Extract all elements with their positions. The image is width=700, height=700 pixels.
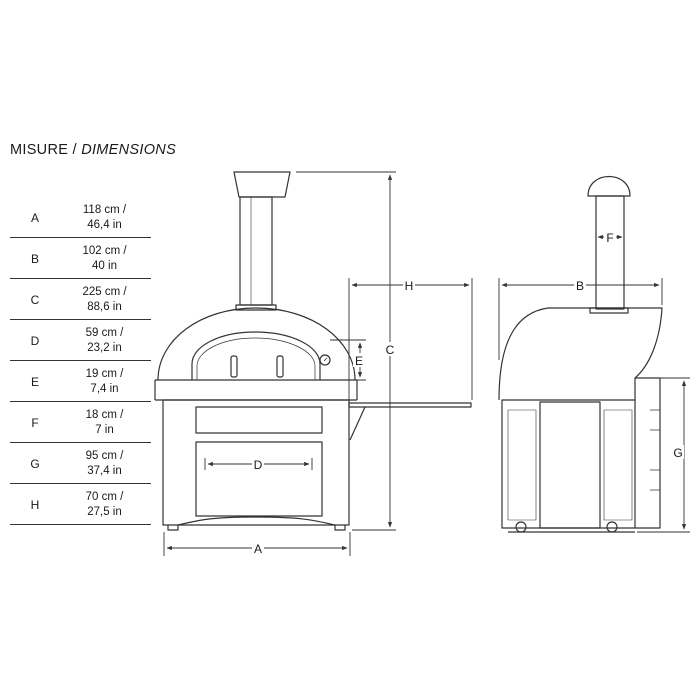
dimension-value: 18 cm /7 in [85, 408, 124, 436]
table-row: D 59 cm /23,2 in [10, 321, 151, 361]
title-sub: DIMENSIONS [81, 142, 177, 158]
dimension-label-D: D [254, 458, 263, 472]
oven-dome-side [498, 307, 663, 401]
dimensions-table: A 118 cm /46,4 in B 102 cm /40 in C 225 … [10, 198, 151, 526]
table-row: E 19 cm /7,4 in [10, 362, 151, 402]
dimension-value: 70 cm /27,5 in [85, 490, 124, 518]
oven-mouth [191, 331, 321, 380]
table-row: B 102 cm /40 in [10, 239, 151, 279]
dimension-label-E: E [355, 354, 363, 368]
oven-dome [157, 307, 356, 381]
door-handle-left [230, 355, 238, 378]
dimension-label-F: F [606, 231, 613, 245]
dimension-key: D [30, 333, 40, 348]
dimension-value: 95 cm /37,4 in [85, 449, 124, 477]
wheel-icon [515, 521, 527, 533]
title-main: MISURE / [10, 142, 77, 158]
cart-body-side [501, 399, 636, 529]
dimension-label-H: H [405, 279, 414, 293]
dimension-key: E [30, 374, 39, 389]
chimney-pipe-front [239, 196, 273, 306]
lower-shelf [195, 441, 323, 517]
dimension-key: G [30, 456, 40, 471]
side-table [348, 402, 472, 408]
dimension-value: 102 cm /40 in [82, 244, 127, 272]
dimension-label-B: B [576, 279, 584, 293]
table-row: C 225 cm /88,6 in [10, 280, 151, 320]
door-handle-right [276, 355, 284, 378]
side-view [498, 175, 663, 533]
page-title: MISURE / DIMENSIONS [10, 142, 176, 158]
thermometer-icon [319, 354, 331, 366]
side-door-panel [539, 401, 601, 529]
dimension-key: B [30, 251, 39, 266]
chimney-cap-side [587, 175, 631, 197]
dimension-label-G: G [673, 446, 682, 460]
dimension-key: A [30, 210, 39, 225]
wheel-icon [606, 521, 618, 533]
table-row: G 95 cm /37,4 in [10, 444, 151, 484]
front-view [154, 171, 472, 531]
chimney-cap-front [233, 171, 291, 198]
table-row: H 70 cm /27,5 in [10, 485, 151, 525]
cart-body-front [162, 399, 350, 526]
dimension-value: 19 cm /7,4 in [85, 367, 124, 395]
dimension-value: 59 cm /23,2 in [85, 326, 124, 354]
dimension-key: H [30, 497, 40, 512]
dimension-key: C [30, 292, 40, 307]
side-table-bracket [349, 406, 366, 441]
upper-shelf [195, 406, 323, 434]
dimension-value: 225 cm /88,6 in [82, 285, 127, 313]
chimney-pipe-side [595, 195, 625, 310]
table-row: A 118 cm /46,4 in [10, 198, 151, 238]
dimension-label-A: A [254, 542, 262, 556]
dimension-key: F [31, 415, 39, 430]
dimension-value: 118 cm /46,4 in [82, 203, 127, 231]
table-row: F 18 cm /7 in [10, 403, 151, 443]
dimension-label-C: C [386, 343, 395, 357]
